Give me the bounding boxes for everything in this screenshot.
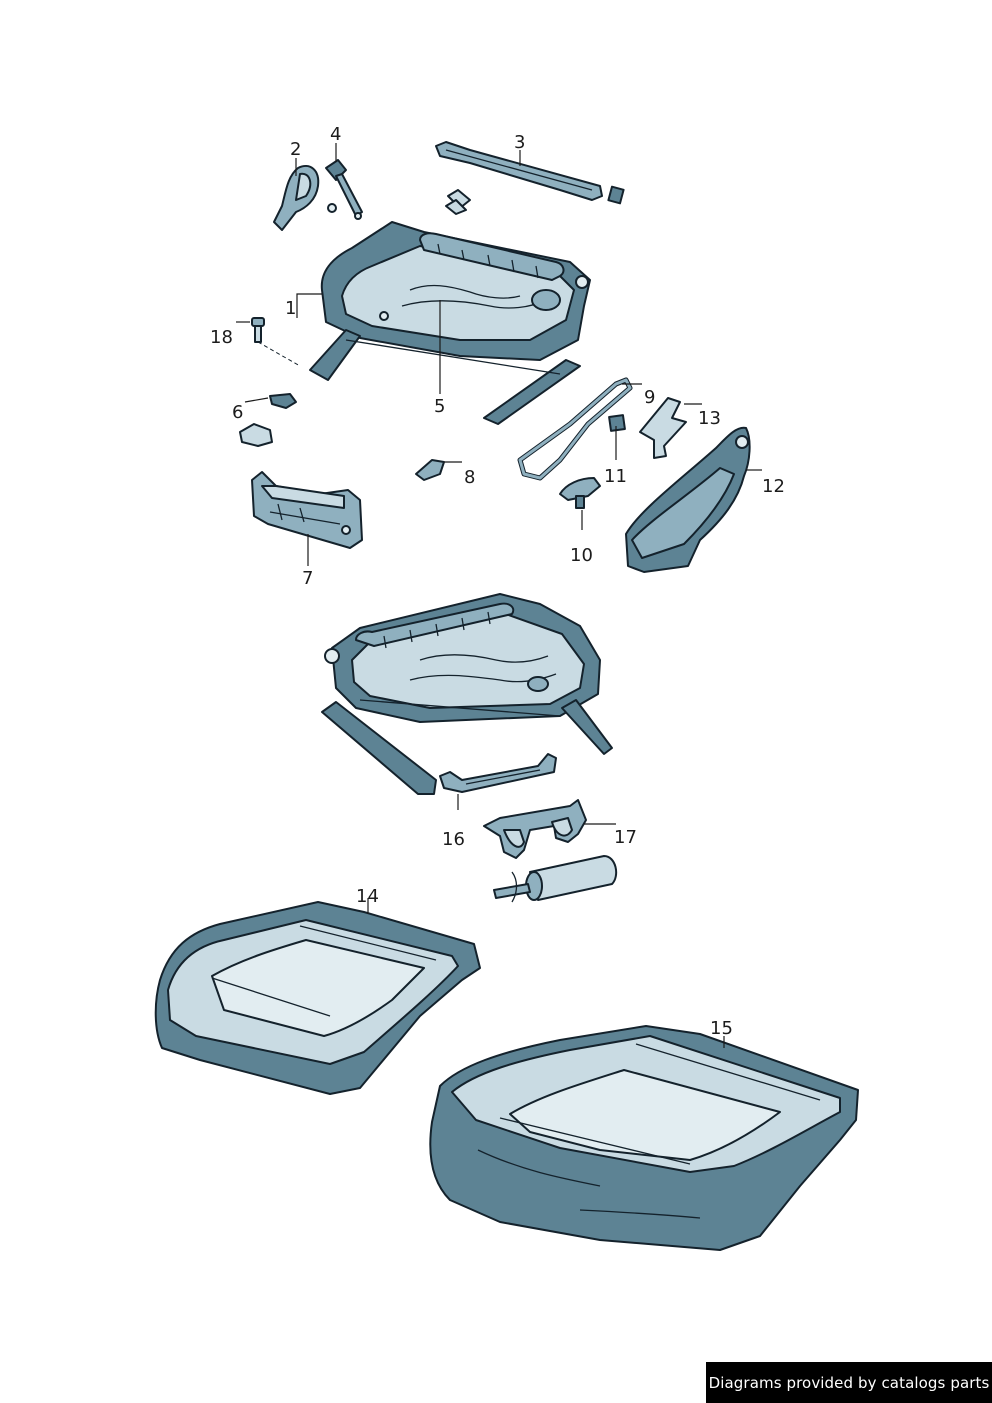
part-18-bolt: [251, 317, 301, 367]
callout-17: 17: [614, 827, 637, 848]
part-1-seat-frame: [309, 221, 591, 425]
callout-9: 9: [644, 387, 655, 408]
gas-cylinder: [493, 855, 618, 903]
callout-12: 12: [762, 476, 785, 497]
callout-7: 7: [302, 568, 313, 589]
part-6-clips: [239, 393, 297, 447]
part-8-latch: [415, 459, 445, 481]
part-4-lever-rod: [325, 159, 363, 220]
lower-seat-frame: [321, 593, 613, 795]
part-7-bracket-housing: [251, 471, 363, 549]
part-13-hinge-plate: [639, 397, 687, 459]
part-17-mounting-bracket: [483, 799, 587, 859]
part-12-side-trim: [625, 426, 751, 573]
part-2-side-cover: [273, 165, 337, 231]
callout-10: 10: [570, 545, 593, 566]
part-10-handle: [559, 477, 601, 509]
part-9-wire-loop: [517, 377, 633, 481]
callout-15: 15: [710, 1018, 733, 1039]
part-3-rail-bracket: [435, 141, 625, 215]
callout-13: 13: [698, 408, 721, 429]
callout-1: 1: [285, 298, 296, 319]
callout-3: 3: [514, 132, 525, 153]
callout-14: 14: [356, 886, 379, 907]
callout-6: 6: [232, 402, 243, 423]
part-11-pad: [608, 414, 626, 432]
callout-5: 5: [434, 396, 445, 417]
callout-leaders: [236, 143, 762, 1048]
callout-8: 8: [464, 467, 475, 488]
callout-11: 11: [604, 466, 627, 487]
credit-banner: Diagrams provided by catalogs parts: [706, 1362, 992, 1403]
part-15-seat-cushion-large: [429, 1025, 859, 1251]
callout-16: 16: [442, 829, 465, 850]
part-14-seat-cushion: [154, 901, 481, 1095]
callout-2: 2: [290, 139, 301, 160]
callout-4: 4: [330, 124, 341, 145]
callout-18: 18: [210, 327, 233, 348]
credit-text: Diagrams provided by catalogs parts: [708, 1373, 990, 1392]
callout-labels: 1 2 3 4 5 6 7 8 9 10 11 12 13 14 15 16 1…: [210, 124, 785, 1039]
part-16-crossbar: [439, 753, 557, 793]
